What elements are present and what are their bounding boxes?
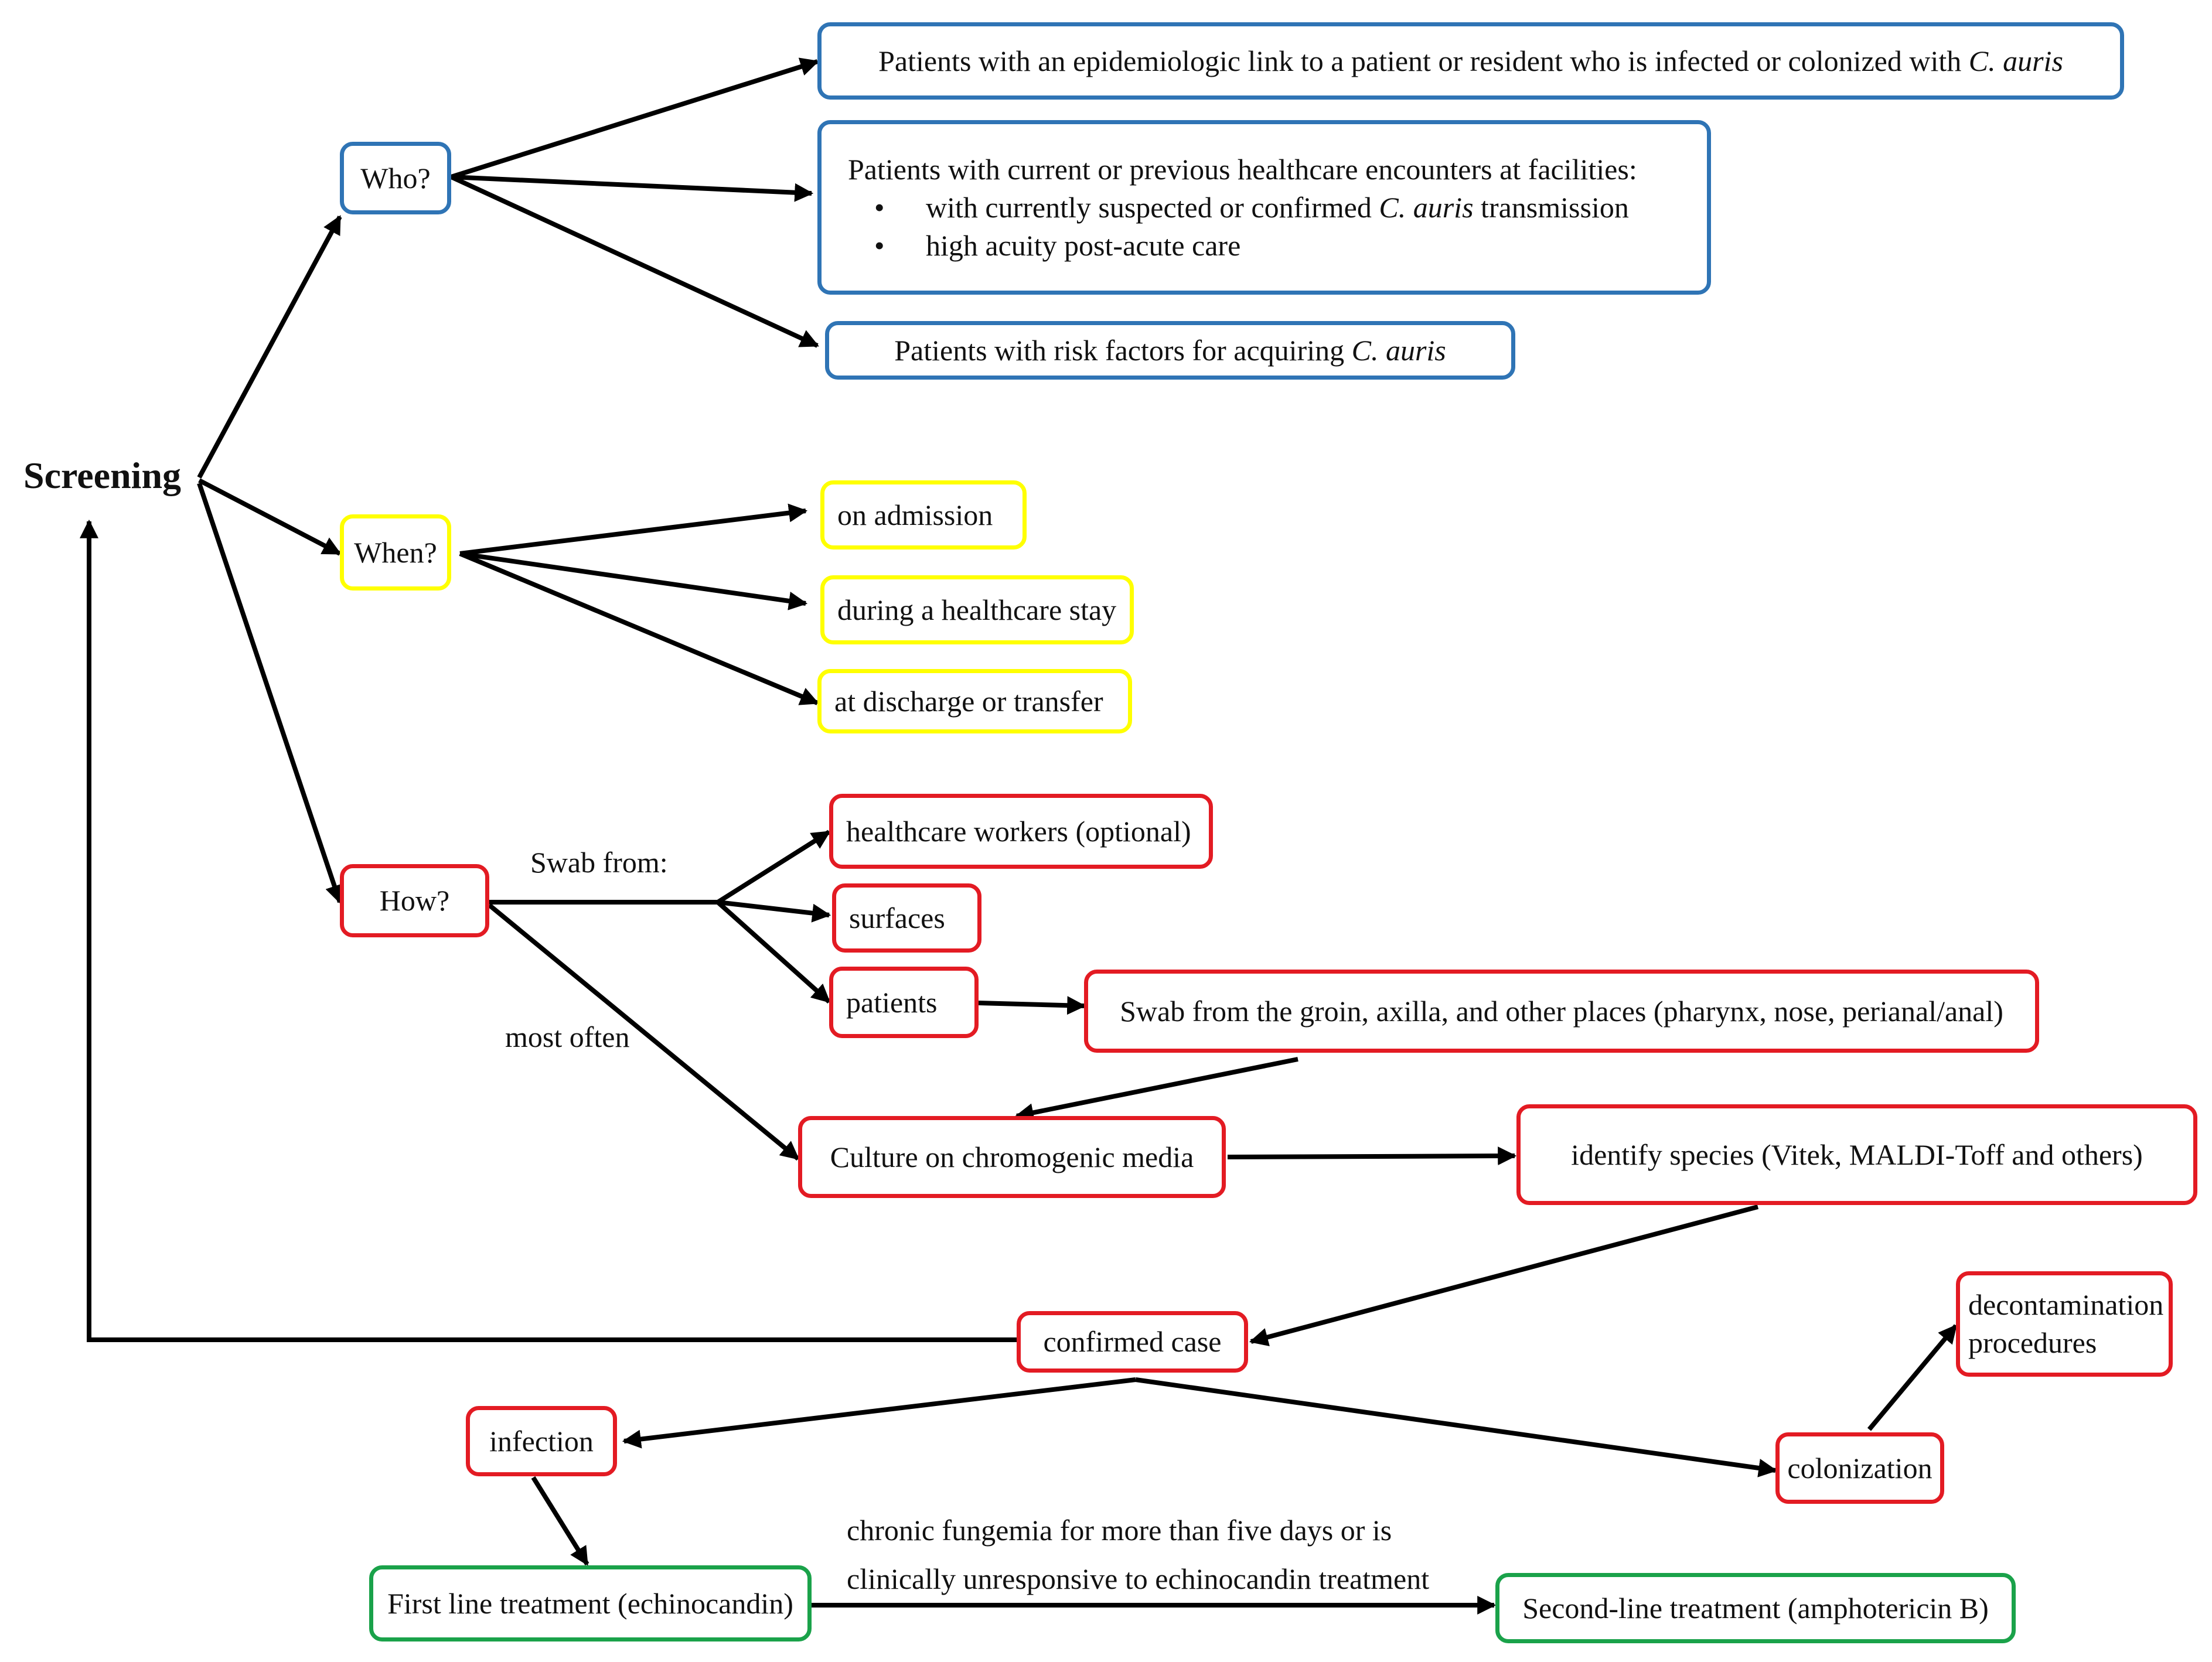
first-line-treatment-text: First line treatment (echinocandin): [387, 1586, 793, 1620]
second-line-treatment-box: Second-line treatment (amphotericin B): [1495, 1573, 2016, 1643]
first-line-treatment-box: First line treatment (echinocandin): [369, 1565, 812, 1641]
swab-from-label: Swab from:: [530, 846, 668, 879]
who-box1-species: C. auris: [1968, 44, 2063, 77]
decontamination-line-1: decontamination: [1968, 1288, 2164, 1321]
identify-species-text: identify species (Vitek, MALDI-Toff and …: [1571, 1138, 2143, 1171]
who-node: Who?: [340, 142, 451, 214]
infection-box: infection: [466, 1406, 617, 1476]
who-box1-text: Patients with an epidemiologic link to a…: [878, 44, 1969, 77]
when-item-admission: on admission: [820, 480, 1027, 550]
when-item-discharge: at discharge or transfer: [817, 669, 1132, 733]
who-box3-species: C. auris: [1351, 333, 1446, 367]
infection-text: infection: [489, 1424, 594, 1458]
swab-target-healthcare-workers: healthcare workers (optional): [829, 794, 1213, 869]
culture-text: Culture on chromogenic media: [830, 1140, 1194, 1173]
confirmed-case-box: confirmed case: [1017, 1311, 1248, 1373]
identify-species-box: identify species (Vitek, MALDI-Toff and …: [1516, 1104, 2197, 1205]
when-node: When?: [340, 514, 451, 591]
when-item-label: on admission: [837, 498, 993, 531]
decontamination-box: decontamination procedures: [1956, 1271, 2173, 1377]
when-item-label: at discharge or transfer: [834, 684, 1103, 718]
how-label: How?: [379, 884, 450, 917]
decontamination-line-2: procedures: [1968, 1326, 2097, 1359]
who-label: Who?: [360, 161, 431, 194]
patient-swab-sites-text: Swab from the groin, axilla, and other p…: [1120, 994, 2003, 1028]
when-label: When?: [354, 535, 437, 569]
who-healthcare-encounters-box: Patients with current or previous health…: [817, 120, 1711, 295]
who-box3-text: Patients with risk factors for acquiring: [894, 333, 1352, 367]
screening-title: Screening: [23, 455, 182, 496]
who-epidemiologic-link-box: Patients with an epidemiologic link to a…: [817, 22, 2124, 100]
patient-swab-sites-box: Swab from the groin, axilla, and other p…: [1084, 970, 2039, 1053]
escalation-line-2: clinically unresponsive to echinocandin …: [847, 1562, 1430, 1595]
who-box2-bullet-2: • high acuity post-acute care: [874, 227, 1240, 265]
who-box2-bullet1-text: with currently suspected or confirmed: [926, 190, 1379, 224]
escalation-line-1: chronic fungemia for more than five days…: [847, 1514, 1392, 1547]
who-box2-bullet2-text: high acuity post-acute care: [926, 228, 1241, 262]
colonization-text: colonization: [1787, 1451, 1932, 1484]
most-often-label: most often: [505, 1021, 630, 1053]
who-box2-bullet-1: • with currently suspected or confirmed …: [874, 189, 1629, 227]
who-box2-bullet1-tail: transmission: [1473, 190, 1629, 224]
when-item-healthcare-stay: during a healthcare stay: [820, 575, 1134, 644]
swab-target-patients: patients: [829, 967, 979, 1038]
bullet-marker: •: [874, 190, 885, 224]
second-line-treatment-text: Second-line treatment (amphotericin B): [1522, 1591, 1989, 1625]
who-risk-factors-box: Patients with risk factors for acquiring…: [825, 321, 1515, 380]
bullet-marker: •: [874, 228, 885, 262]
colonization-box: colonization: [1775, 1432, 1944, 1504]
who-box2-bullet1-species: C. auris: [1379, 190, 1474, 224]
how-node: How?: [340, 864, 489, 937]
who-box2-heading: Patients with current or previous health…: [848, 152, 1637, 186]
swab-target-label: healthcare workers (optional): [846, 814, 1191, 848]
confirmed-case-text: confirmed case: [1043, 1325, 1222, 1358]
culture-box: Culture on chromogenic media: [798, 1116, 1226, 1198]
swab-target-label: surfaces: [849, 901, 945, 934]
swab-target-label: patients: [846, 985, 938, 1019]
when-item-label: during a healthcare stay: [837, 593, 1117, 626]
swab-target-surfaces: surfaces: [832, 883, 981, 953]
